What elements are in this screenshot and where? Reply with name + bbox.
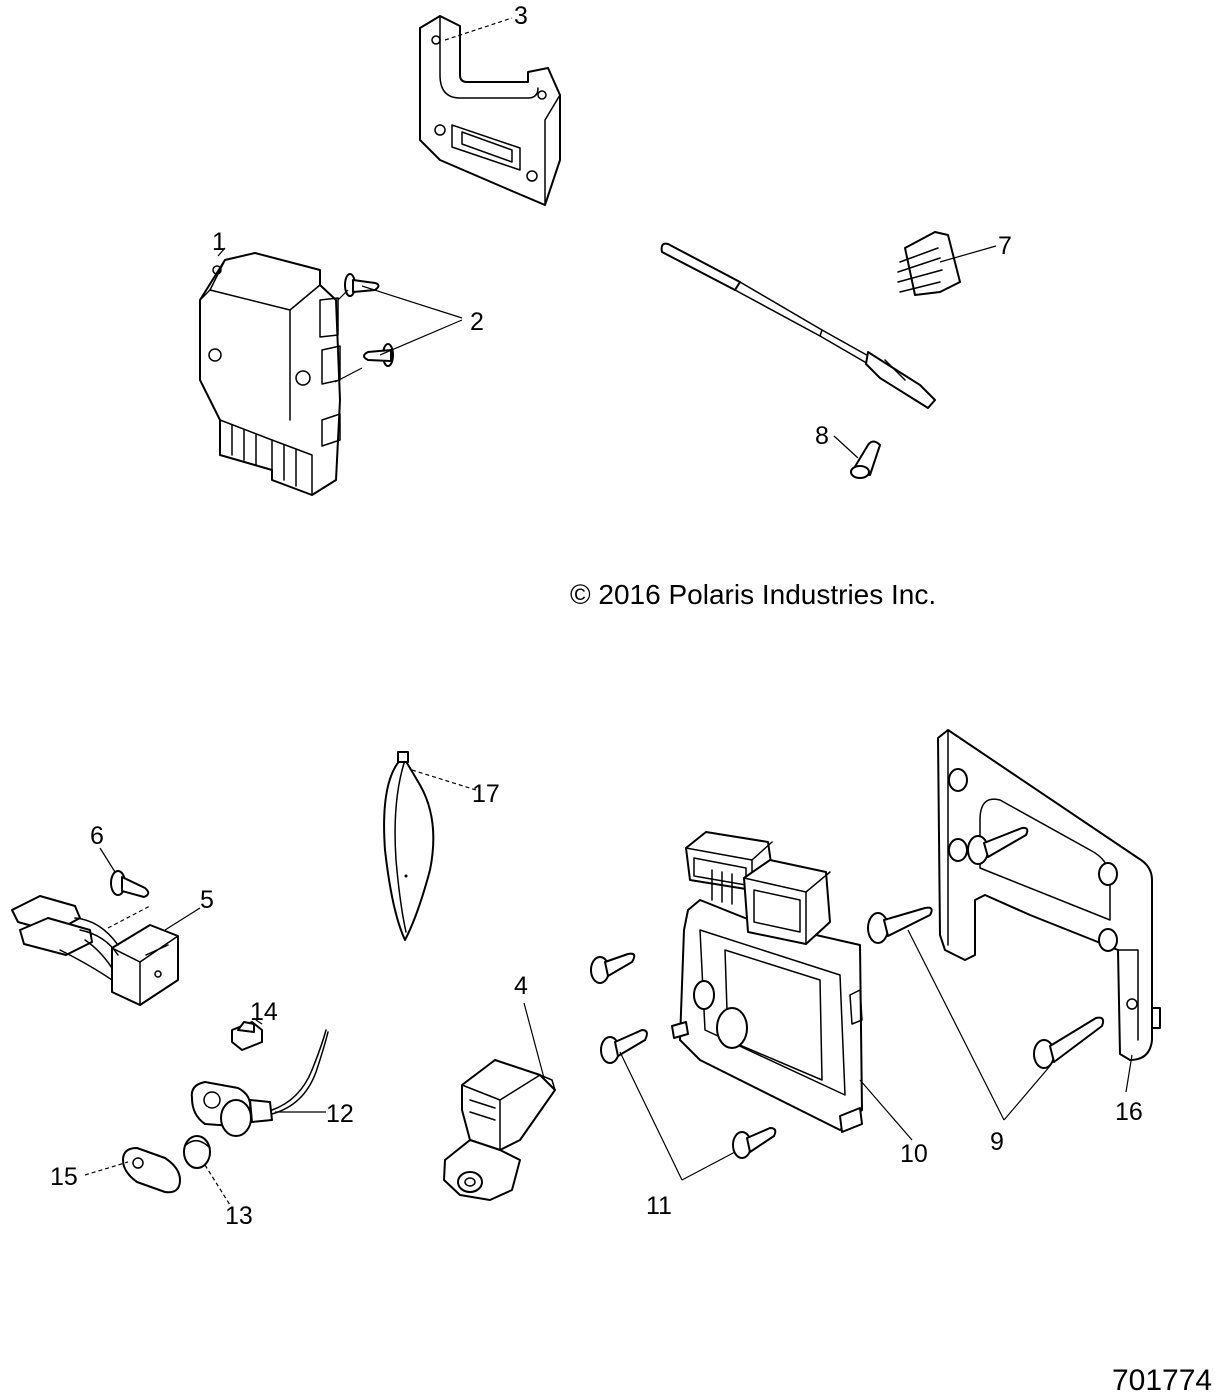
part-2-screw-lower [363,343,394,367]
callout-7: 7 [998,232,1012,260]
leader-15 [84,1161,129,1176]
leader-1 [217,247,226,257]
part-17-strap [383,751,435,941]
part-1-module [199,252,341,496]
leader-6 [99,847,116,873]
part-5-relay [11,895,179,1006]
callout-13: 13 [225,1202,253,1230]
copyright-text: © 2016 Polaris Industries Inc. [570,579,936,610]
part-15-gasket [122,1147,181,1194]
part-10-ecu [671,831,863,1133]
leader-7 [939,245,997,263]
part-9-screw-upper [867,906,933,944]
part-16-bracket [937,729,1161,1061]
callout-9: 9 [990,1128,1004,1156]
leader-11b [681,1151,736,1181]
part-9-screw-lower [1033,1016,1105,1069]
part-11-screw-low [732,1127,777,1159]
leader-8 [833,435,859,459]
callout-14: 14 [250,998,278,1026]
part-14-bolt [231,1021,263,1051]
part-4-sensor [443,1059,556,1201]
part-11-screw-mid [600,1029,648,1064]
part-7-sensor [660,231,961,409]
callout-4: 4 [514,972,528,1000]
drawing-number: 701774 [1112,1364,1212,1394]
callout-11: 11 [646,1192,672,1220]
leader-10 [859,1079,913,1141]
part-2-screw-upper [344,273,380,297]
callout-12: 12 [326,1100,354,1128]
part-9-screw-mid [967,826,1029,865]
part-6-screw [110,870,150,898]
leader-2a [361,285,463,319]
callout-16: 16 [1115,1098,1143,1126]
leader-3 [444,17,513,41]
callout-5: 5 [200,886,214,914]
leader-13 [204,1164,231,1206]
part-8-bolt [850,440,881,479]
callout-3: 3 [514,2,528,30]
leader-2b [379,319,463,356]
leader-9b [1003,1065,1051,1121]
leader-4 [523,1002,545,1079]
leader-9a [907,929,1005,1121]
callout-1: 1 [212,228,226,256]
leader-14 [255,1019,263,1025]
part-12-sensor [190,1029,329,1137]
leader-5 [164,907,201,931]
leader-11a [619,1051,683,1181]
part-11-screw-top [590,952,636,984]
leader-2c [337,289,349,301]
callout-2: 2 [470,308,484,336]
callout-8: 8 [815,422,829,450]
callout-15: 15 [50,1163,78,1191]
callout-10: 10 [900,1140,928,1168]
part-13-plug [183,1135,211,1169]
part-3-bracket [419,15,561,206]
leader-2d [334,367,363,383]
callout-6: 6 [90,822,104,850]
leader-16 [1125,1054,1133,1093]
callout-17: 17 [472,780,500,808]
